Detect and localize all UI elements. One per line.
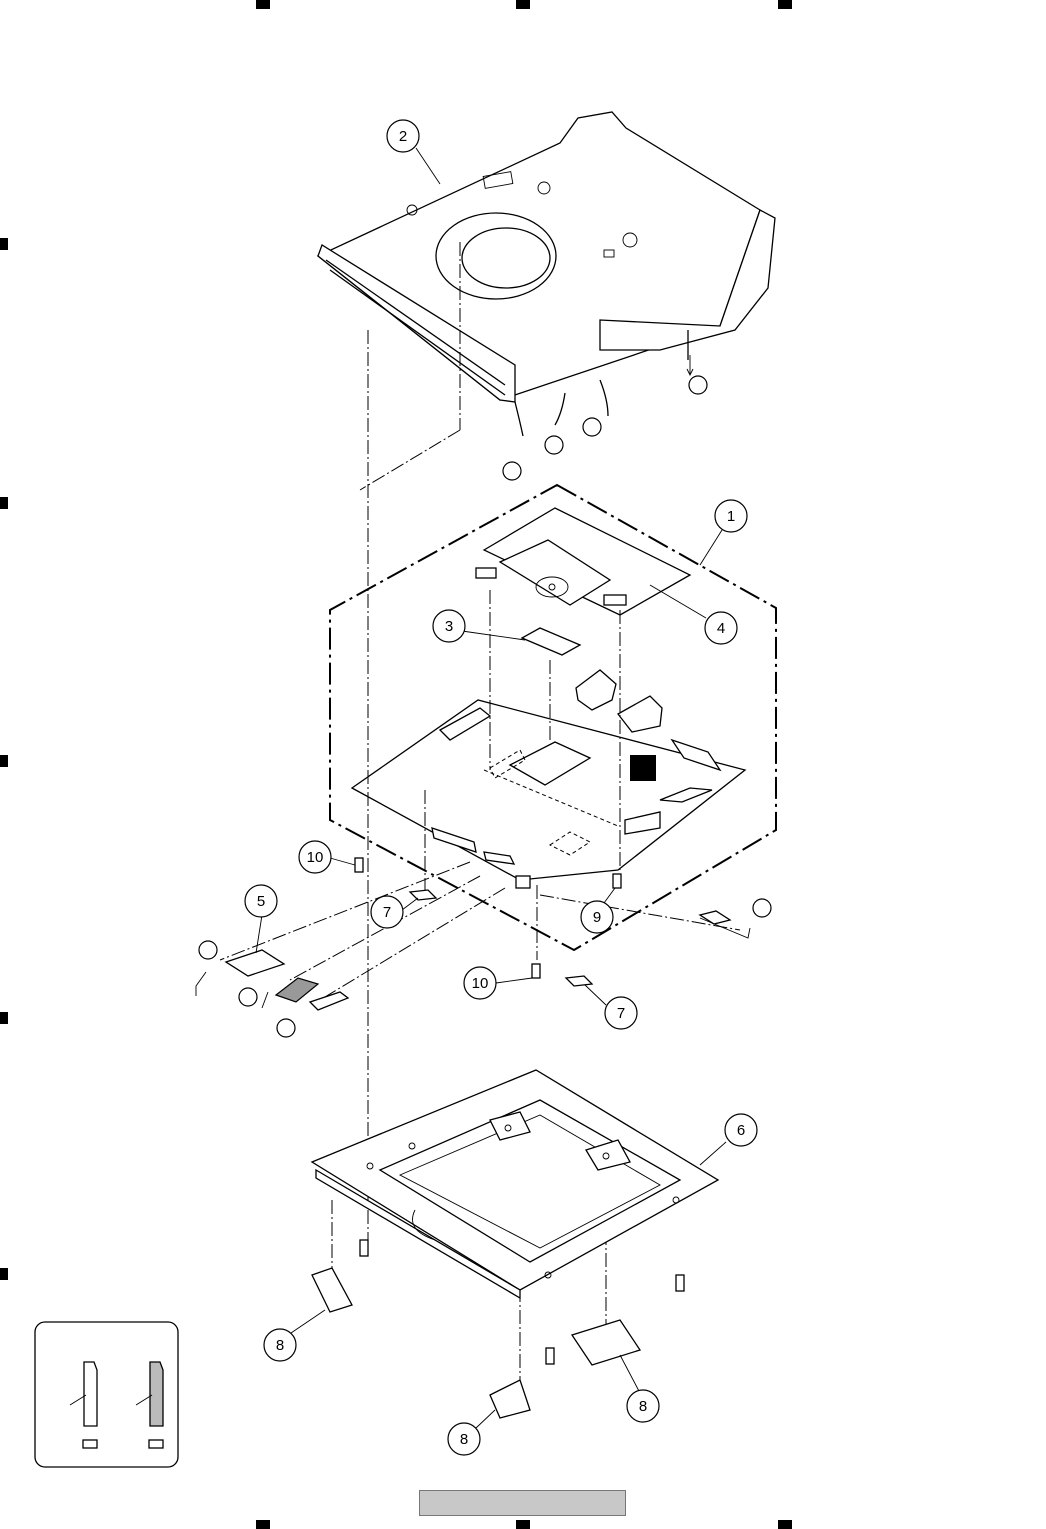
callout-8a: 8 [264,1329,296,1361]
svg-text:6: 6 [737,1122,745,1139]
pad-part-3 [522,628,580,655]
svg-text:8: 8 [276,1337,284,1354]
svg-text:3: 3 [445,618,453,635]
pads-part-8 [312,1268,640,1418]
bottom-frame-part-6 [312,1070,718,1298]
footer-bar [419,1490,626,1516]
svg-text:10: 10 [472,975,489,992]
callout-9: 9 [581,901,613,933]
connection-markers-top [503,376,707,480]
callout-7a: 7 [371,896,403,928]
svg-text:4: 4 [717,620,725,637]
svg-text:7: 7 [617,1005,625,1022]
callout-4: 4 [705,612,737,644]
callout-1: 1 [715,500,747,532]
svg-text:2: 2 [399,128,407,145]
callout-2: 2 [387,120,419,152]
legend-box [35,1322,178,1467]
svg-text:5: 5 [257,893,265,910]
callout-8c: 8 [627,1390,659,1422]
plate-part-4 [476,508,690,615]
svg-text:9: 9 [593,909,601,926]
pads-part-7 [410,890,592,986]
main-pcb [352,670,745,888]
svg-text:8: 8 [460,1431,468,1448]
callout-10b: 10 [464,967,496,999]
callout-7b: 7 [605,997,637,1029]
svg-text:10: 10 [307,849,324,866]
callout-3: 3 [433,610,465,642]
callout-6: 6 [725,1114,757,1146]
callout-8b: 8 [448,1423,480,1455]
svg-text:8: 8 [639,1398,647,1415]
svg-text:1: 1 [727,508,735,525]
callout-5: 5 [245,885,277,917]
svg-text:7: 7 [383,904,391,921]
callout-10a: 10 [299,841,331,873]
